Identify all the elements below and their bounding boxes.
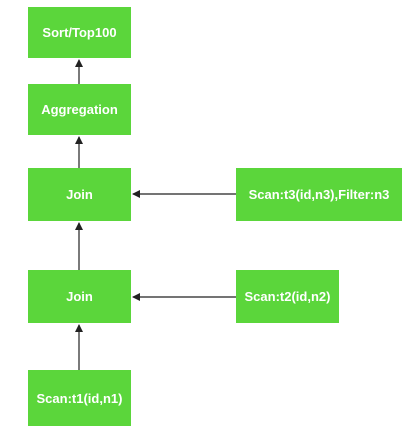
node-scan-t3-label: Scan:t3(id,n3),Filter:n3 — [248, 187, 390, 202]
node-join-upper-label: Join — [66, 187, 93, 202]
node-scan-t1: Scan:t1(id,n1) — [28, 370, 131, 426]
node-sort-top100: Sort/Top100 — [28, 7, 131, 58]
node-join-upper: Join — [28, 168, 131, 221]
node-aggregation-label: Aggregation — [41, 102, 118, 117]
node-sort-top100-label: Sort/Top100 — [42, 25, 117, 40]
node-join-lower-label: Join — [66, 289, 93, 304]
node-scan-t3: Scan:t3(id,n3),Filter:n3 — [236, 168, 402, 221]
node-aggregation: Aggregation — [28, 84, 131, 135]
node-scan-t1-label: Scan:t1(id,n1) — [36, 390, 123, 406]
node-scan-t2: Scan:t2(id,n2) — [236, 270, 339, 323]
node-scan-t2-label: Scan:t2(id,n2) — [244, 289, 331, 304]
node-join-lower: Join — [28, 270, 131, 323]
